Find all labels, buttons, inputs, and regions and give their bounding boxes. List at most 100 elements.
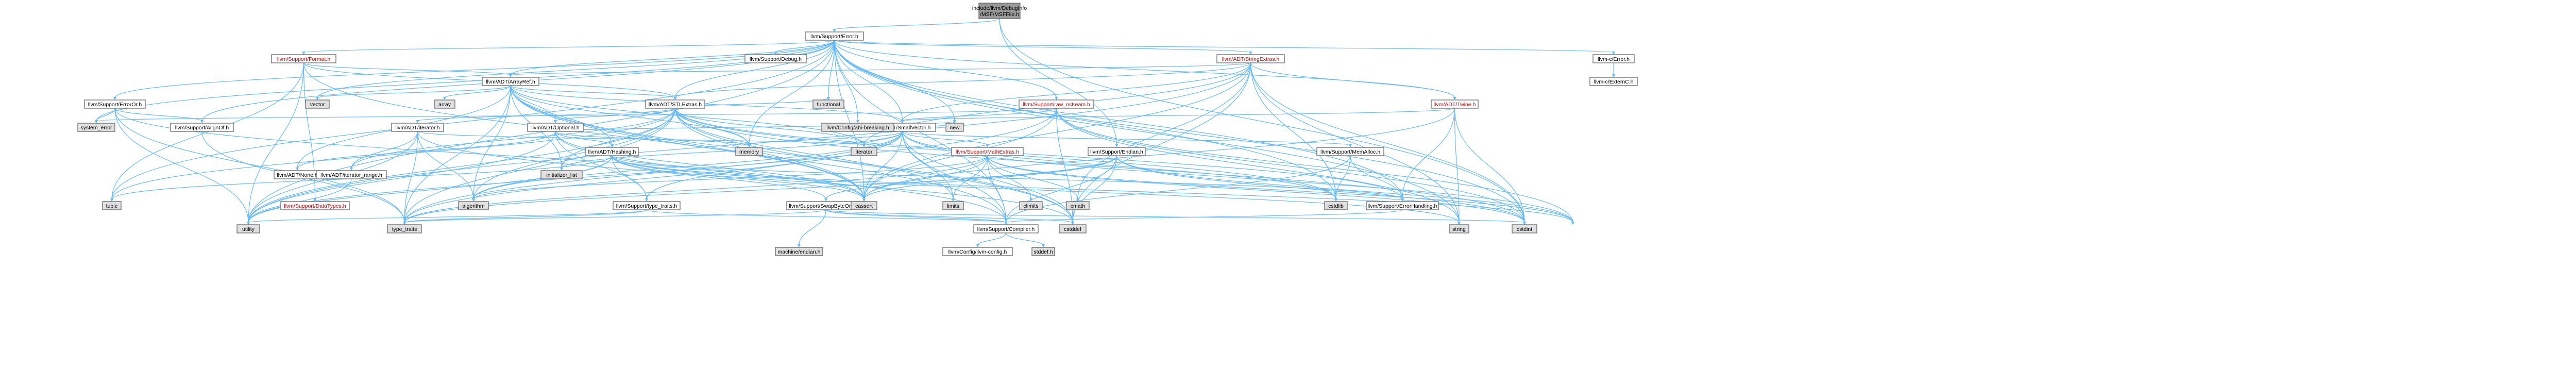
node-none[interactable]: llvm/ADT/None.h (274, 170, 321, 179)
node-cerror[interactable]: llvm-c/Error.h (1592, 54, 1635, 63)
node-swapbyteorder[interactable]: llvm/Support/SwapByteOrder.h (786, 201, 866, 210)
edge-stringextras-cmath (1077, 62, 1251, 200)
edge-smallvector-memory (749, 131, 903, 146)
edge-arrowhead (774, 52, 777, 55)
edge-arrayref-vector (317, 85, 511, 98)
edge-erroror-cassert (114, 108, 865, 200)
node-label: llvm/ADT/Twine.h (1434, 102, 1476, 108)
node-box (735, 147, 763, 156)
node-iterrange[interactable]: llvm/ADT/iterator_range.h (316, 170, 387, 179)
node-endian[interactable]: llvm/Support/Endian.h (1088, 147, 1146, 156)
node-cassert: cassert (851, 201, 877, 210)
edge-mathextras-cstdint (987, 155, 1525, 223)
node-array: array (434, 99, 455, 109)
edge-twine-smallvector (902, 108, 1455, 122)
edge-hashing-cassert (612, 155, 865, 200)
edge-arrowhead (296, 168, 299, 171)
node-memalloc[interactable]: llvm/Support/MemAlloc.h (1316, 147, 1384, 156)
node-label: cmath (1071, 203, 1086, 209)
edge-stlextras-cstddef (674, 108, 1073, 223)
node-label: new (950, 125, 960, 131)
node-box (1512, 224, 1537, 233)
node-box (973, 224, 1039, 233)
node-llvmconfig[interactable]: llvm/Config/llvm-config.h (942, 247, 1013, 256)
edge-smallvector-cstring (902, 131, 1573, 223)
node-box (942, 247, 1013, 256)
node-rawostream[interactable]: llvm/Support/raw_ostream.h (1019, 99, 1094, 109)
edge-swapbyteorder-typetraitsstd (404, 209, 826, 223)
edge-stringextras-utility (248, 62, 1251, 223)
node-adtiterator[interactable]: llvm/ADT/iterator.h (391, 123, 444, 132)
edge-arrowhead (1071, 222, 1074, 225)
node-box (585, 147, 639, 156)
edge-arrayref-smallvector (510, 85, 903, 122)
node-error[interactable]: llvm/Support/Error.h (805, 31, 864, 41)
node-label: llvm/Support/SwapByteOrder.h (789, 203, 863, 209)
edge-arrowhead (952, 198, 955, 202)
edge-compiler-stddef (1005, 232, 1044, 246)
node-optional[interactable]: llvm/ADT/Optional.h (527, 123, 584, 132)
edge-arrayref-memory (510, 85, 750, 146)
node-label: llvm/Support/Debug.h (750, 56, 802, 62)
node-root[interactable]: include/llvm/DebugInfo/MSF/MSFFile.h (972, 3, 1027, 19)
node-mathextras[interactable]: llvm/Support/MathExtras.h (951, 147, 1024, 156)
edge-smallvector-memalloc (902, 131, 1351, 146)
edge-root-error (834, 18, 1000, 30)
edge-adtiterator-typetraitsstd (404, 131, 418, 223)
edge-arrowhead (1523, 222, 1526, 225)
node-label: cstdint (1517, 226, 1532, 232)
node-twine[interactable]: llvm/ADT/Twine.h (1431, 99, 1479, 109)
node-label: llvm/ADT/ArrayRef.h (486, 79, 535, 85)
node-label: llvm/ADT/STLExtras.h (649, 102, 702, 108)
edge-mathextras-algorithm (473, 155, 988, 200)
edge-erroror-utility (114, 108, 249, 223)
node-cexternc[interactable]: llvm-c/ExternC.h (1589, 77, 1638, 86)
node-hashing[interactable]: llvm/ADT/Hashing.h (585, 147, 639, 156)
edge-arrowhead (509, 74, 512, 77)
node-box (391, 123, 444, 132)
node-label: llvm/ADT/iterator.h (395, 125, 440, 131)
edge-error-abibreaking (834, 40, 858, 122)
node-compiler[interactable]: llvm/Support/Compiler.h (973, 224, 1039, 233)
edges (95, 18, 1615, 247)
node-box (170, 123, 234, 132)
node-memory: memory (735, 147, 763, 156)
node-box (851, 147, 877, 156)
edge-rawostream-systemerror (96, 108, 1057, 122)
edge-arrowhead (416, 120, 419, 123)
node-errorhandling[interactable]: llvm/Support/ErrorHandling.h (1366, 201, 1439, 210)
node-format[interactable]: llvm/Support/Format.h (271, 54, 336, 63)
edge-arrowhead (443, 97, 446, 100)
edge-stringextras-stlextras (674, 62, 1251, 98)
edge-arrowhead (1401, 198, 1404, 202)
node-box (387, 224, 422, 233)
node-label: type_traits (392, 226, 417, 232)
node-arrayref[interactable]: llvm/ADT/ArrayRef.h (482, 77, 539, 86)
edge-arrowhead (1115, 144, 1118, 147)
edge-stlextras-cstdint (674, 108, 1525, 223)
node-datatypes[interactable]: llvm/Support/DataTypes.h (280, 201, 350, 210)
node-box (1592, 54, 1635, 63)
node-stringextras[interactable]: llvm/ADT/StringExtras.h (1216, 54, 1285, 63)
edge-arrowhead (472, 198, 475, 202)
node-typetraits[interactable]: llvm/Support/type_traits.h (613, 201, 681, 210)
node-erroror[interactable]: llvm/Support/ErrorOr.h (84, 99, 146, 109)
node-debug[interactable]: llvm/Support/Debug.h (744, 54, 807, 63)
edge-mathextras-compiler (987, 155, 1007, 223)
edge-stlextras-utility (248, 108, 676, 223)
node-box (236, 224, 260, 233)
edge-arrayref-optional (510, 85, 556, 122)
node-cmath: cmath (1066, 201, 1090, 210)
node-alignof[interactable]: llvm/Support/AlignOf.h (170, 123, 234, 132)
node-stlextras[interactable]: llvm/ADT/STLExtras.h (645, 99, 705, 109)
node-label: stddef.h (1033, 249, 1053, 255)
node-initializerlist: initializer_list (540, 170, 583, 179)
edge-arrowhead (560, 168, 563, 171)
edge-error-stringextras (834, 40, 1251, 53)
edge-format-arrayref (303, 62, 511, 76)
edge-swapbyteorder-machineendian (799, 209, 826, 246)
edge-twine-cassert (863, 108, 1455, 200)
edge-arrayref-cstddef (510, 85, 1073, 223)
edge-arrowhead (611, 144, 614, 147)
node-label: climits (1023, 203, 1038, 209)
